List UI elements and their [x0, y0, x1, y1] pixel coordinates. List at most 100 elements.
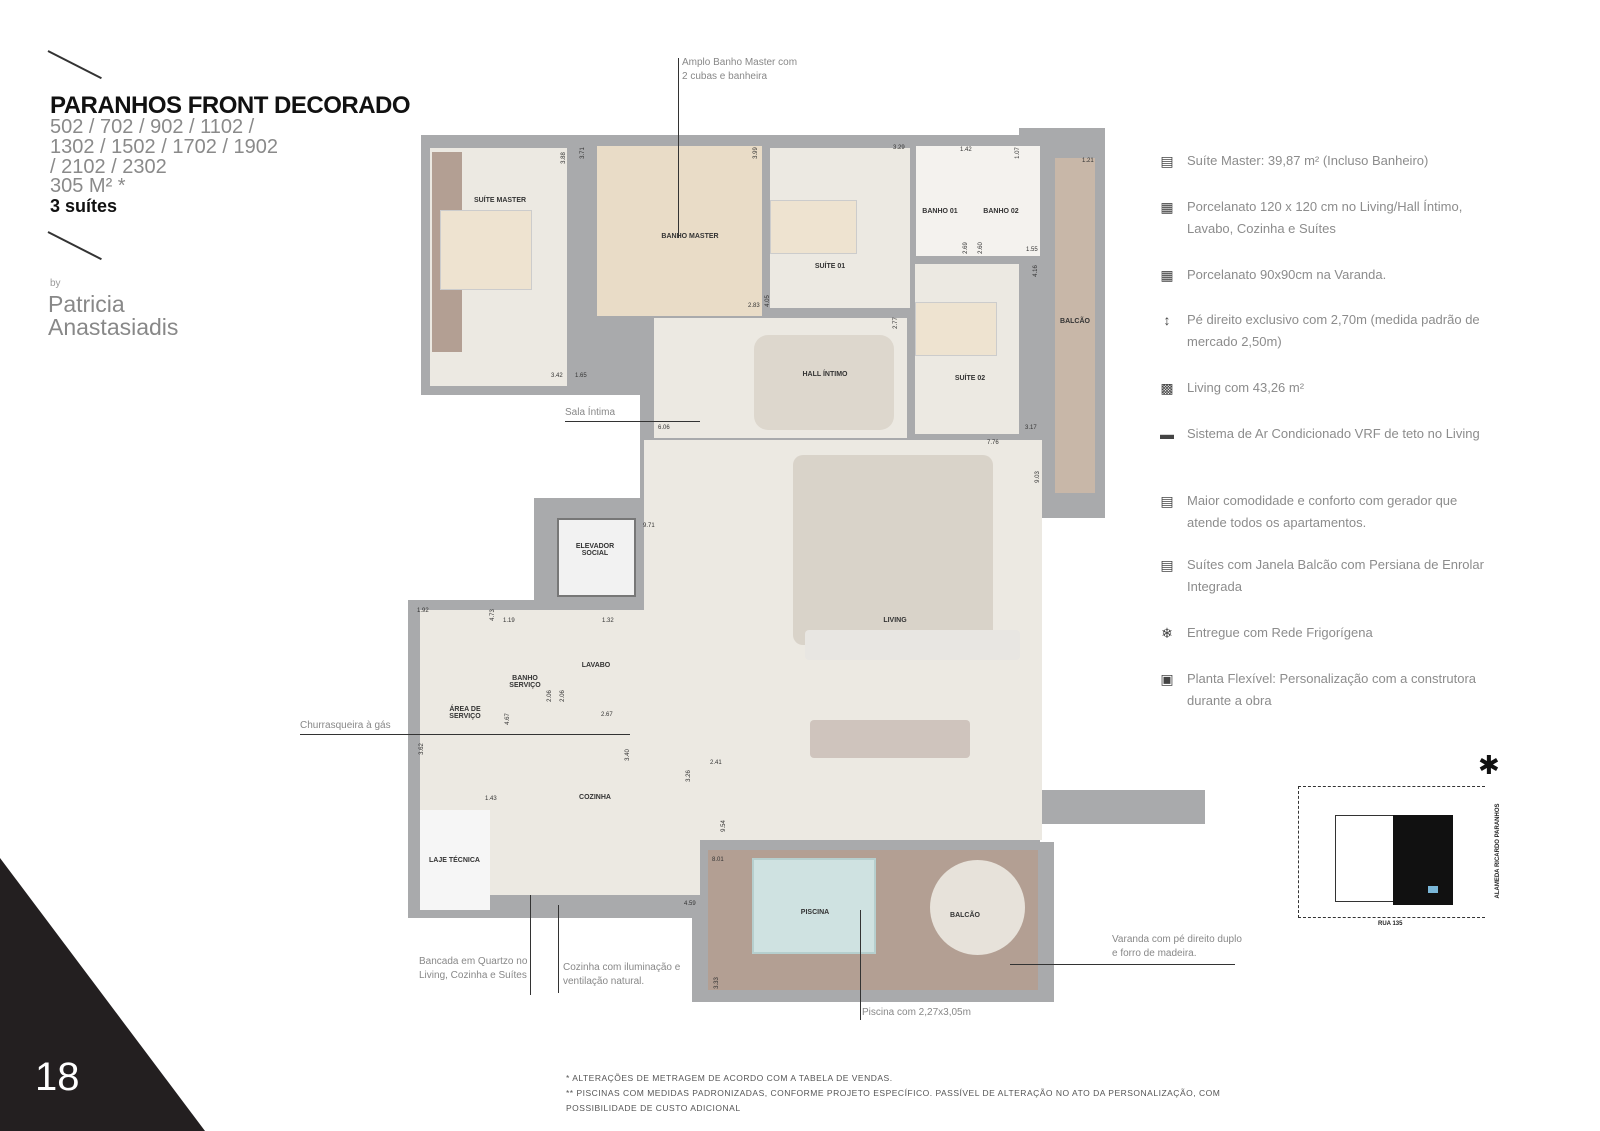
pool [752, 858, 876, 954]
room-label-suite-01: SUÍTE 01 [814, 263, 846, 270]
dimension-label: 1.65 [575, 373, 587, 379]
feature-text: Suíte Master: 39,87 m² (Incluso Banheiro… [1187, 153, 1429, 168]
tile-grid-icon: ▦ [1160, 199, 1174, 215]
dimension-label: 4.16 [1032, 265, 1039, 277]
room-label-lavabo: LAVABO [581, 662, 611, 669]
round-rug-balcao [930, 860, 1025, 955]
dimension-label: 6.06 [658, 425, 670, 431]
suite02-bed [915, 302, 997, 356]
dimension-label: 3.99 [752, 147, 759, 159]
tile-grid-small-icon: ▦ [1160, 267, 1174, 283]
callout-line [860, 910, 861, 1020]
dimension-label: 9.54 [720, 820, 727, 832]
feature-text: Porcelanato 90x90cm na Varanda. [1187, 267, 1387, 282]
callout-banho-master: Amplo Banho Master com 2 cubas e banheir… [682, 57, 798, 82]
room-label-cozinha: COZINHA [579, 794, 611, 801]
window-blind-icon: ▤ [1160, 557, 1174, 573]
feature-text: Sistema de Ar Condicionado VRF de teto n… [1187, 426, 1480, 441]
dimension-label: 2.83 [748, 303, 760, 309]
callout-sala-intima: Sala Íntima [565, 407, 616, 418]
dimension-label: 2.69 [962, 242, 969, 254]
dimension-label: 1.19 [503, 618, 515, 624]
ceiling-height-icon: ↕ [1163, 312, 1171, 328]
room-label-hall-intimo: HALL ÍNTIMO [802, 371, 848, 378]
page-corner-triangle [0, 858, 205, 1131]
callout-bancada: Bancada em Quartzo no Living, Cozinha e … [419, 956, 528, 981]
dimension-label: 1.42 [960, 147, 972, 153]
room-label-suite-master: SUÍTE MASTER [473, 197, 527, 204]
room-label-banho-01: BANHO 01 [922, 208, 958, 215]
floor-banhos [916, 146, 1040, 256]
generator-icon: ▤ [1160, 493, 1174, 509]
dimension-label: 4.59 [684, 901, 696, 907]
dimension-label: 2.77 [892, 317, 899, 329]
callout-piscina: Piscina com 2,27x3,05m [862, 1007, 971, 1018]
floorplan-icon: ▣ [1160, 671, 1174, 687]
feature-item: ▤ Suítes com Janela Balcão com Persiana … [1160, 554, 1487, 598]
room-label-laje-tecnica: LAJE TÉCNICA [429, 857, 480, 864]
dimension-label: 7.76 [987, 440, 999, 446]
dimension-label: 2.60 [977, 242, 984, 254]
dimension-label: 3.17 [1025, 425, 1037, 431]
dimension-label: 3.29 [893, 145, 905, 151]
total-area: 305 M² * [50, 175, 126, 197]
page-number: 18 [35, 1055, 80, 1099]
dimension-label: 3.88 [560, 152, 567, 164]
feature-item: ▩ Living com 43,26 m² [1160, 377, 1487, 399]
dimension-label: 3.71 [579, 147, 586, 159]
feature-text: Pé direito exclusivo com 2,70m (medida p… [1187, 312, 1480, 349]
dining-table [810, 720, 970, 758]
footnotes: * ALTERAÇÕES DE METRAGEM DE ACORDO COM A… [566, 1071, 1286, 1116]
feature-text: Porcelanato 120 x 120 cm no Living/Hall … [1187, 199, 1463, 236]
master-bed [440, 210, 532, 290]
room-label-piscina: PISCINA [800, 909, 830, 916]
dimension-label: 1.32 [602, 618, 614, 624]
suites-count: 3 suítes [50, 196, 118, 216]
feature-item: ▤ Maior comodidade e conforto com gerado… [1160, 490, 1487, 534]
room-label-balcao-top: BALCÃO [1060, 318, 1090, 325]
callout-line [558, 905, 559, 993]
suite01-bed [770, 200, 857, 254]
feature-item: ▣ Planta Flexível: Personalização com a … [1160, 668, 1487, 712]
by-label: by [50, 278, 61, 289]
dimension-label: 9.71 [643, 523, 655, 529]
living-rug [793, 455, 993, 645]
footnote-2: ** PISCINAS COM MEDIDAS PADRONIZADAS, CO… [566, 1088, 1221, 1113]
dimension-label: 3.62 [418, 743, 425, 755]
dimension-label: 2.06 [559, 690, 566, 702]
room-label-balcao-bottom: BALCÃO [950, 912, 980, 919]
room-label-elevador: ELEVADOR SOCIAL [575, 543, 615, 557]
room-label-area-servico: ÁREA DE SERVIÇO [449, 706, 481, 720]
wood-balcao-top [1055, 158, 1095, 493]
dimension-label: 8.01 [712, 857, 724, 863]
dimension-label: 2.06 [546, 690, 553, 702]
bed-icon: ▤ [1160, 153, 1174, 169]
room-label-living: LIVING [883, 617, 907, 624]
dimension-label: 4.05 [764, 295, 771, 307]
dimension-label: 2.41 [710, 760, 722, 766]
feature-item: ↕ Pé direito exclusivo com 2,70m (medida… [1164, 309, 1487, 353]
floor-banho-master [597, 146, 762, 316]
dimension-label: 4.73 [489, 609, 496, 621]
dimension-label: 3.40 [624, 749, 631, 761]
compass-icon: ✱ [1478, 750, 1500, 780]
unit-numbers: 502 / 702 / 902 / 1102 / 1302 / 1502 / 1… [50, 116, 278, 178]
feature-item: ❄ Entregue com Rede Frigorígena [1161, 622, 1487, 644]
elevator-box [557, 518, 636, 597]
dimension-label: 1.21 [1082, 158, 1094, 164]
living-sofa [805, 630, 1020, 660]
callout-line [1010, 964, 1235, 965]
dimension-label: 3.26 [685, 770, 692, 782]
dimension-label: 1.55 [1026, 247, 1038, 253]
designer-name: Patricia Anastasiadis [48, 291, 179, 340]
map-street-right: ALAMEDA RICARDO PARANHOS [1495, 803, 1501, 899]
room-label-suite-02: SUÍTE 02 [954, 375, 986, 382]
callout-line [530, 895, 531, 995]
map-building-outline [1335, 815, 1397, 902]
wall-block [1040, 790, 1205, 824]
decorative-line-top [47, 50, 102, 80]
dimension-label: 9.03 [1034, 471, 1041, 483]
feature-text: Suítes com Janela Balcão com Persiana de… [1187, 557, 1484, 594]
dimension-label: 3.33 [713, 977, 720, 989]
feature-item: ▤ Suíte Master: 39,87 m² (Incluso Banhei… [1160, 150, 1487, 172]
